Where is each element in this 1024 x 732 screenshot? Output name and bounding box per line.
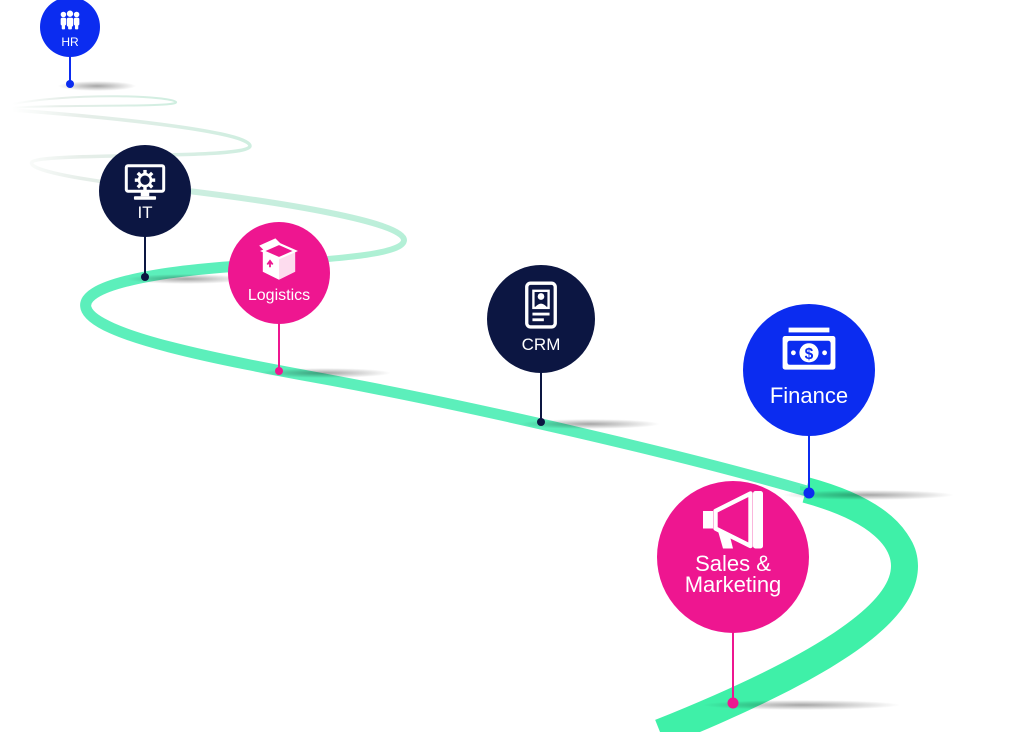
package-icon — [259, 238, 298, 280]
milestone-label: HR — [61, 35, 79, 49]
milestone-label: Sales & — [695, 551, 771, 576]
milestone-finance: $ Finance — [743, 304, 955, 500]
people-icon — [60, 10, 80, 30]
milestone-dot — [537, 418, 545, 426]
milestone-circle — [657, 481, 809, 633]
contact-card-icon — [525, 281, 557, 329]
milestone-label: Marketing — [685, 572, 782, 597]
milestone-shadow — [519, 419, 660, 429]
milestone-dot — [141, 273, 149, 281]
milestone-label: Finance — [770, 383, 848, 408]
milestone-it: IT — [99, 145, 247, 284]
milestone-label: Logistics — [248, 287, 310, 304]
milestone-dot — [803, 487, 815, 499]
cash-icon: $ — [782, 327, 836, 370]
megaphone-icon — [703, 491, 763, 549]
milestone-shadow — [58, 81, 136, 91]
monitor-gear-icon — [124, 164, 166, 200]
milestone-label: IT — [137, 203, 152, 222]
road-far-segment — [11, 95, 178, 109]
milestone-shadow — [126, 274, 247, 284]
milestone-crm: CRM — [487, 265, 660, 429]
road-final-stroke — [655, 477, 918, 732]
milestone-logistics: Logistics — [228, 222, 392, 378]
milestone-dot — [727, 697, 739, 709]
road-main-segment — [80, 260, 816, 498]
milestone-shadow — [702, 700, 901, 710]
milestone-dot — [275, 367, 283, 375]
svg-text:$: $ — [805, 346, 814, 363]
milestone-sales: Sales &Marketing — [657, 481, 901, 710]
milestone-label: CRM — [522, 335, 561, 354]
milestone-shadow — [782, 490, 955, 500]
milestone-hr: HR — [40, 0, 136, 91]
milestone-dot — [66, 80, 74, 88]
milestone-circle — [743, 304, 875, 436]
milestone-shadow — [258, 368, 392, 378]
